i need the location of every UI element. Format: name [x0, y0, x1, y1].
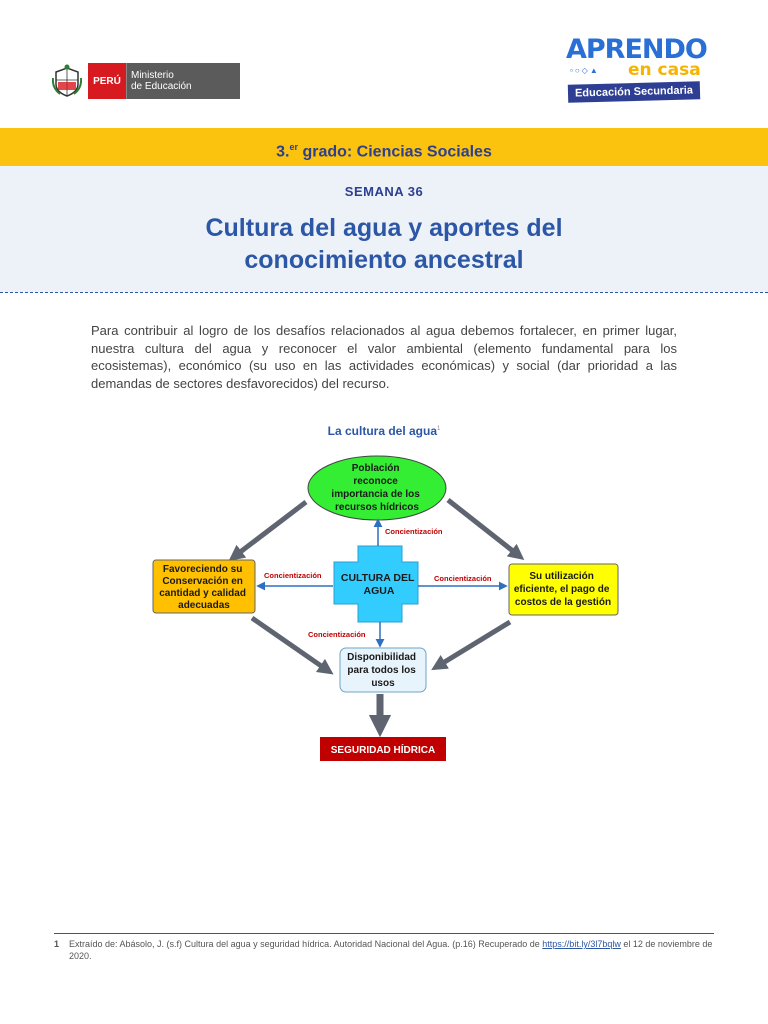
conc-label-bottom: Concientización [308, 630, 366, 639]
figure-caption: La cultura del agua1 [327, 424, 441, 438]
brand-word: APRENDO [566, 34, 708, 65]
footnote-number: 1 [54, 939, 60, 949]
svg-text:CULTURA DEL AGUA: CULTURA DEL AGUA [341, 572, 417, 597]
footnote-divider [54, 933, 714, 934]
node-conservacion [152, 559, 256, 614]
node-utilizacion [508, 563, 619, 616]
svg-text:Disponibilidad para todos: Disponibilidad para todos los usos [347, 652, 419, 689]
brand-dots-icon: ▫○◇▲ [570, 66, 600, 75]
node-seguridad-hidrica [320, 737, 446, 761]
svg-text:Su utilización eficiente,: Su utilización eficiente, el pago de cos… [514, 571, 612, 608]
footnote-text: Extraído de: Abásolo, J. (s.f) Cultura d… [69, 939, 543, 949]
peru-label: PERÚ [88, 63, 126, 99]
brand-sub: en casa [628, 60, 701, 80]
page-title: Cultura del agua y aportes del conocimie… [205, 214, 563, 274]
footnote-after: el 12 de noviembre de 2020. [69, 939, 713, 961]
svg-text:SEGURIDAD HÍDRICA: SEGURIDAD HÍDRICA [331, 743, 435, 756]
conc-label-left: Concientización [264, 571, 322, 580]
footnote-link[interactable]: https://bit.ly/3l7bqlw [542, 939, 621, 949]
title-background [0, 166, 768, 292]
node-cultura-del-agua [333, 545, 419, 623]
aprendo-en-casa-logo: APRENDO ▫○◇▲ en casa Educación Secundari… [566, 34, 716, 103]
conc-label-right: Concientización [434, 574, 492, 583]
arrow-top-right [446, 498, 525, 560]
intro-paragraph: Para contribuir al logro de los desafíos… [91, 323, 677, 391]
grade-band: 3.er grado: Ciencias Sociales [0, 128, 768, 166]
brand-badge: Educación Secundaria [567, 81, 701, 103]
arrow-top-left [228, 500, 308, 561]
ministry-label: Ministerio de Educación [126, 63, 240, 99]
node-disponibilidad [339, 647, 427, 693]
conc-label-top: Concientización [385, 527, 443, 536]
coat-of-arms-icon [52, 64, 82, 97]
minedu-logo: PERÚ Ministerio de Educación [52, 63, 240, 99]
arrow-right-bottom [431, 619, 512, 671]
svg-text:Población reconoce imp: Población reconoce importancia de los re… [331, 463, 422, 513]
svg-text:Favoreciendo su Conservaci: Favoreciendo su Conservación en cantidad… [159, 564, 248, 611]
arrow-left-bottom [250, 615, 334, 675]
water-culture-diagram: Población reconoce importancia de los re… [152, 455, 619, 761]
week-label: SEMANA 36 [344, 184, 424, 199]
dashed-divider [0, 292, 768, 293]
